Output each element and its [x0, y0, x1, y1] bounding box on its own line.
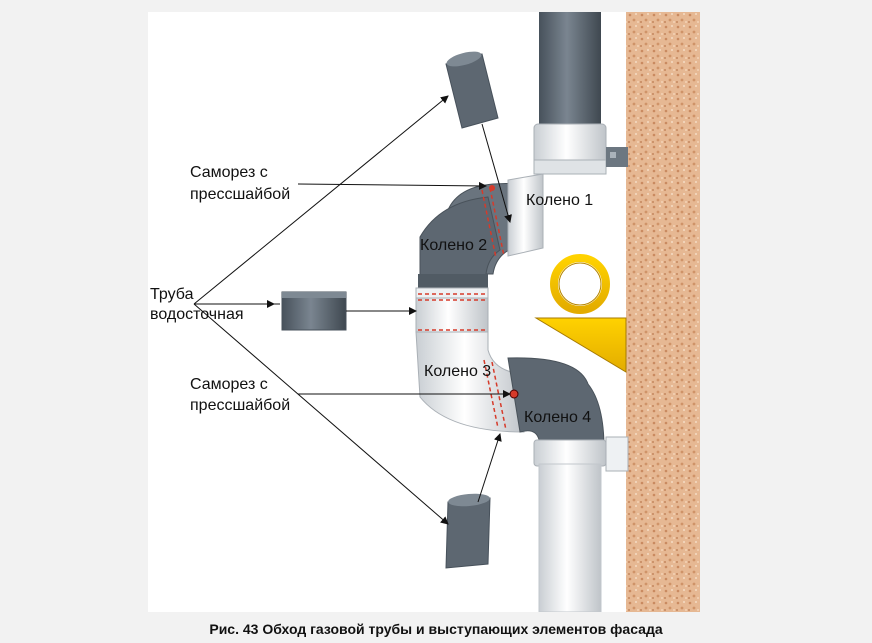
pipe-piece-top [445, 51, 499, 129]
label-truba-line1: Труба [150, 286, 194, 303]
gas-pipe-bracket [534, 317, 627, 373]
label-koleno-2: Колено 2 [420, 237, 488, 254]
diagram-drawing [193, 12, 700, 612]
downpipe-bottom [538, 463, 602, 612]
seam-lines [418, 187, 507, 431]
wall-bracket-bottom [605, 436, 629, 472]
pipe-coupling-bottom [533, 439, 607, 467]
diagram-figure: Саморез с прессшайбой Труба водосточная … [148, 12, 700, 612]
label-truba-line2: водосточная [150, 306, 244, 323]
downpipe-top [539, 12, 601, 132]
elbow-4 [507, 357, 605, 449]
elbow-3 [415, 331, 525, 433]
screw-bottom [509, 389, 519, 399]
pipe-piece-bottom [445, 493, 491, 569]
gas-pipe [550, 254, 610, 314]
facade-wall [626, 12, 700, 612]
label-samorez-bottom-line2: прессшайбой [190, 397, 291, 414]
label-koleno-3: Колено 3 [424, 363, 492, 380]
label-samorez-top-line1: Саморез с [190, 164, 268, 181]
label-samorez-top-line2: прессшайбой [190, 186, 291, 203]
wall-bracket-top [606, 147, 628, 167]
label-koleno-4: Колено 4 [524, 409, 592, 426]
screw-top [489, 185, 495, 191]
figure-caption: Рис. 43 Обход газовой трубы и выступающи… [209, 621, 663, 637]
label-koleno-1: Колено 1 [526, 192, 594, 209]
label-samorez-bottom-line1: Саморез с [190, 376, 268, 393]
leader-lines [193, 95, 512, 525]
pipe-piece-middle [281, 291, 347, 331]
